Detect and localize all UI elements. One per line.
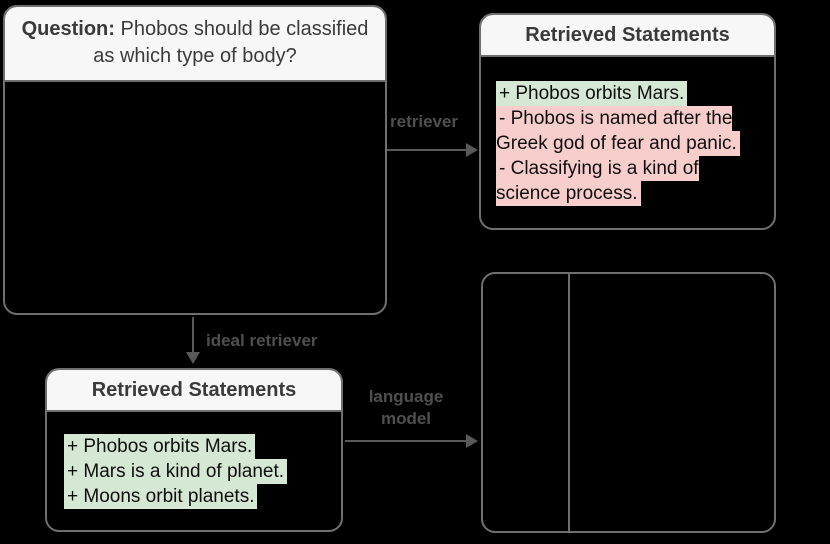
question-header: Question: Phobos should be classified as… (5, 7, 385, 82)
statement-positive: + Phobos orbits Mars. (496, 81, 688, 106)
retrieved-statements-bottom-title: Retrieved Statements (47, 370, 341, 412)
question-box: Question: Phobos should be classified as… (3, 5, 387, 315)
ideal-retriever-arrowhead-icon (186, 352, 200, 364)
language-model-arrow-line (345, 440, 466, 442)
statement-negative: - Classifying is a kind of science proce… (496, 156, 699, 206)
statement-line: + Phobos orbits Mars. (64, 434, 333, 459)
language-model-arrowhead-icon (466, 434, 478, 448)
answer-box-divider (568, 274, 570, 531)
statement-positive: + Phobos orbits Mars. (64, 434, 256, 459)
statement-line: - Classifying is a kind of science proce… (496, 156, 756, 206)
statement-line: + Moons orbit planets. (64, 484, 333, 509)
statement-line: + Phobos orbits Mars. (496, 81, 756, 106)
retrieved-statements-bottom-list: + Phobos orbits Mars. + Mars is a kind o… (47, 412, 341, 509)
question-label: Question: (21, 18, 115, 40)
language-model-arrow-label: language model (368, 387, 444, 428)
retriever-arrow-label: retriever (390, 112, 459, 131)
ideal-retriever-arrow-label: ideal retriever (206, 331, 318, 350)
question-text: Phobos should be classified as which typ… (93, 18, 369, 67)
retrieved-statements-box-bottom: Retrieved Statements + Phobos orbits Mar… (45, 368, 343, 532)
retriever-arrowhead-icon (466, 143, 478, 157)
statement-positive: + Moons orbit planets. (64, 484, 258, 509)
ideal-retriever-arrow-line (192, 317, 194, 354)
answer-box (481, 272, 776, 533)
retrieved-statements-box-top: Retrieved Statements + Phobos orbits Mar… (479, 13, 776, 230)
statement-positive: + Mars is a kind of planet. (64, 459, 288, 484)
retrieved-statements-top-list: + Phobos orbits Mars. - Phobos is named … (481, 57, 774, 206)
retrieved-statements-top-title: Retrieved Statements (481, 15, 774, 57)
retriever-arrow-line (387, 149, 468, 151)
statement-negative: - Phobos is named after the Greek god of… (496, 106, 740, 156)
statement-line: + Mars is a kind of planet. (64, 459, 333, 484)
statement-line: - Phobos is named after the Greek god of… (496, 106, 756, 156)
